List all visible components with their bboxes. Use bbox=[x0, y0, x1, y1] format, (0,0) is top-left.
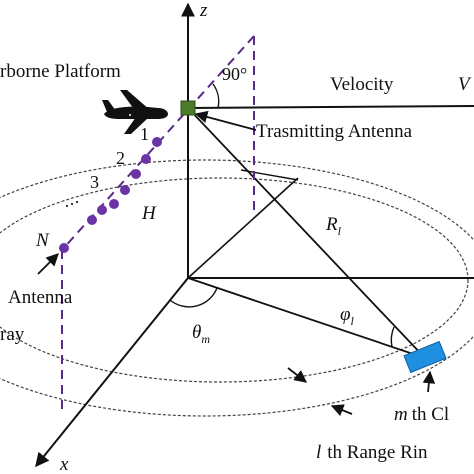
array-element-4 bbox=[109, 199, 119, 209]
phi-symbol: φ bbox=[340, 304, 351, 325]
array-element-3 bbox=[120, 185, 130, 195]
z-axis-label: z bbox=[199, 0, 208, 21]
tx-antenna-pointer bbox=[194, 110, 257, 131]
element-label-1: 1 bbox=[140, 124, 149, 144]
clutter-cell-text: th Cl bbox=[412, 404, 449, 425]
transmitting-antenna bbox=[180, 100, 196, 116]
airplane-icon bbox=[102, 90, 168, 134]
oblique-ground-line bbox=[187, 177, 299, 279]
ring-width-arrow-left bbox=[287, 367, 307, 383]
theta-label: θm bbox=[192, 322, 210, 346]
range-ring-outer bbox=[0, 159, 474, 417]
theta-arc bbox=[169, 287, 218, 308]
velocity-label: Velocity bbox=[330, 74, 394, 95]
x-axis bbox=[35, 277, 189, 468]
range-label: Rl bbox=[325, 214, 342, 238]
range-ring-label: l th Range Rin bbox=[316, 442, 428, 463]
phi-label: φl bbox=[340, 304, 355, 328]
x-axis-label: x bbox=[59, 454, 69, 474]
element-label-2: 2 bbox=[116, 148, 125, 168]
angle-90-label: 90° bbox=[222, 64, 247, 84]
array-element-N bbox=[59, 243, 69, 253]
clutter-cell-index: m bbox=[394, 404, 408, 425]
tx-antenna-label: Trasmitting Antenna bbox=[256, 121, 413, 142]
antenna-label: Antenna bbox=[8, 287, 73, 308]
height-label: H bbox=[141, 203, 157, 224]
array-label: ray bbox=[0, 324, 25, 345]
array-element-2 bbox=[141, 154, 151, 164]
platform-label: rborne Platform bbox=[0, 61, 121, 82]
slant-range-line bbox=[187, 107, 426, 359]
antenna-array-pointer bbox=[37, 253, 59, 275]
element-dots-2: · bbox=[69, 194, 75, 214]
upper-guide-line bbox=[240, 169, 299, 181]
array-element-2b bbox=[131, 169, 141, 179]
clutter-cell-pointer bbox=[422, 370, 436, 393]
ground-range-line bbox=[187, 277, 426, 359]
array-element-5 bbox=[97, 205, 107, 215]
clutter-cell bbox=[403, 340, 447, 374]
range-ring-inner bbox=[0, 177, 469, 383]
range-subscript: l bbox=[338, 224, 342, 238]
array-element-6 bbox=[87, 215, 97, 225]
right-angle-arc bbox=[212, 83, 220, 109]
phi-subscript: l bbox=[351, 314, 355, 328]
velocity-line bbox=[187, 105, 474, 109]
theta-subscript: m bbox=[201, 332, 210, 346]
range-ring-index: l bbox=[316, 442, 321, 463]
element-label-3: 3 bbox=[90, 172, 99, 192]
range-ring-text: th Range Rin bbox=[327, 442, 428, 463]
range-symbol: R bbox=[325, 214, 338, 235]
theta-symbol: θ bbox=[192, 322, 201, 343]
element-label-N: N bbox=[35, 230, 50, 251]
array-element-1 bbox=[152, 137, 162, 147]
ring-width-arrow-right bbox=[330, 404, 353, 417]
velocity-symbol: V bbox=[458, 74, 472, 95]
phi-arc bbox=[390, 326, 395, 348]
element-dots-1: · bbox=[64, 196, 70, 216]
element-dots-3: · bbox=[74, 192, 80, 212]
